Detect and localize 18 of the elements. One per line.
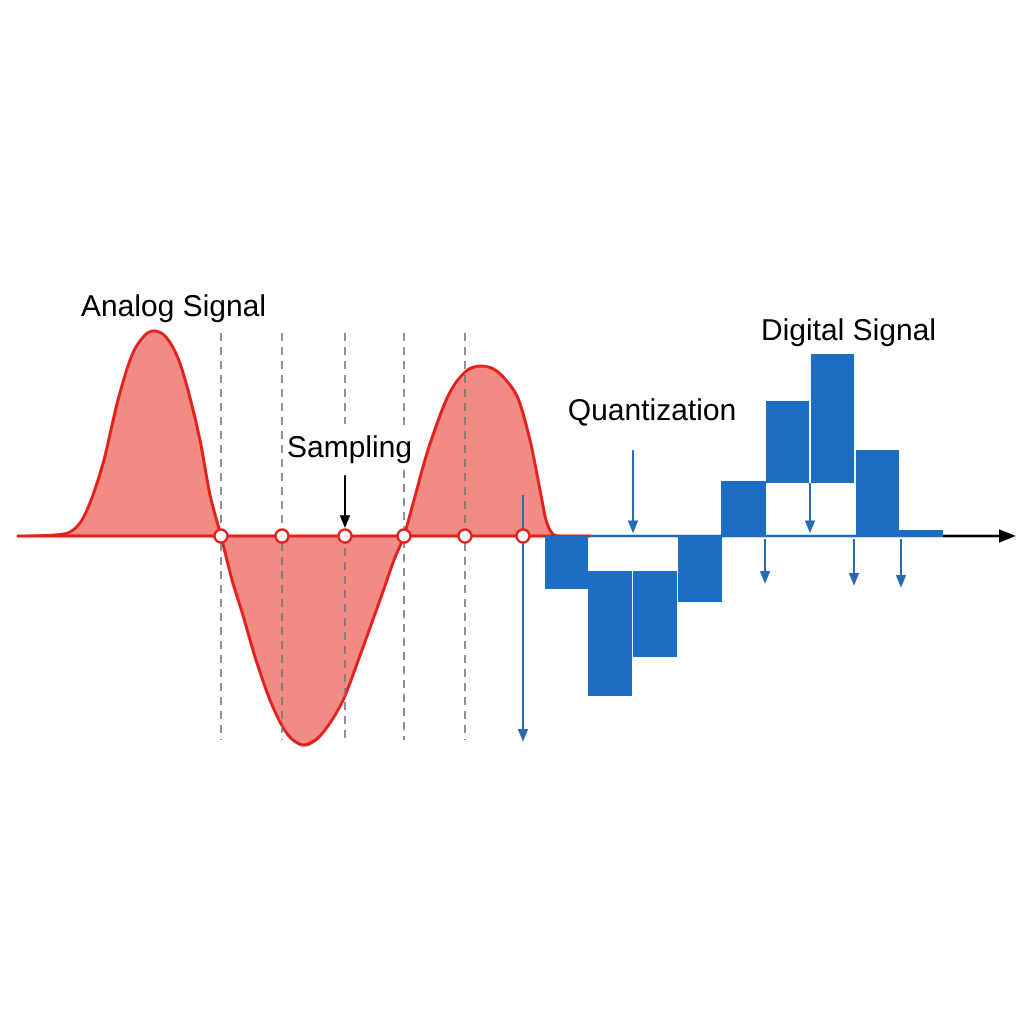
- signal-bar: [588, 571, 632, 696]
- signal-bar: [633, 571, 677, 657]
- sample-point: [457, 528, 473, 544]
- sample-point: [337, 528, 353, 544]
- signal-bar: [678, 536, 722, 602]
- sample-point: [396, 528, 412, 544]
- callout-label: Sampling: [288, 435, 411, 464]
- signal-bar: [545, 536, 588, 589]
- signal-label: Digital Signal: [763, 318, 934, 347]
- signal-label: Analog Signal: [81, 294, 264, 323]
- sample-point: [274, 528, 290, 544]
- signal-bar: [766, 401, 809, 483]
- sample-point: [213, 528, 229, 544]
- signal-bar: [721, 481, 766, 536]
- signal-bar: [811, 354, 854, 483]
- signal-bar: [856, 450, 899, 536]
- callout-label: Quantization: [569, 398, 735, 426]
- sample-point: [515, 528, 531, 544]
